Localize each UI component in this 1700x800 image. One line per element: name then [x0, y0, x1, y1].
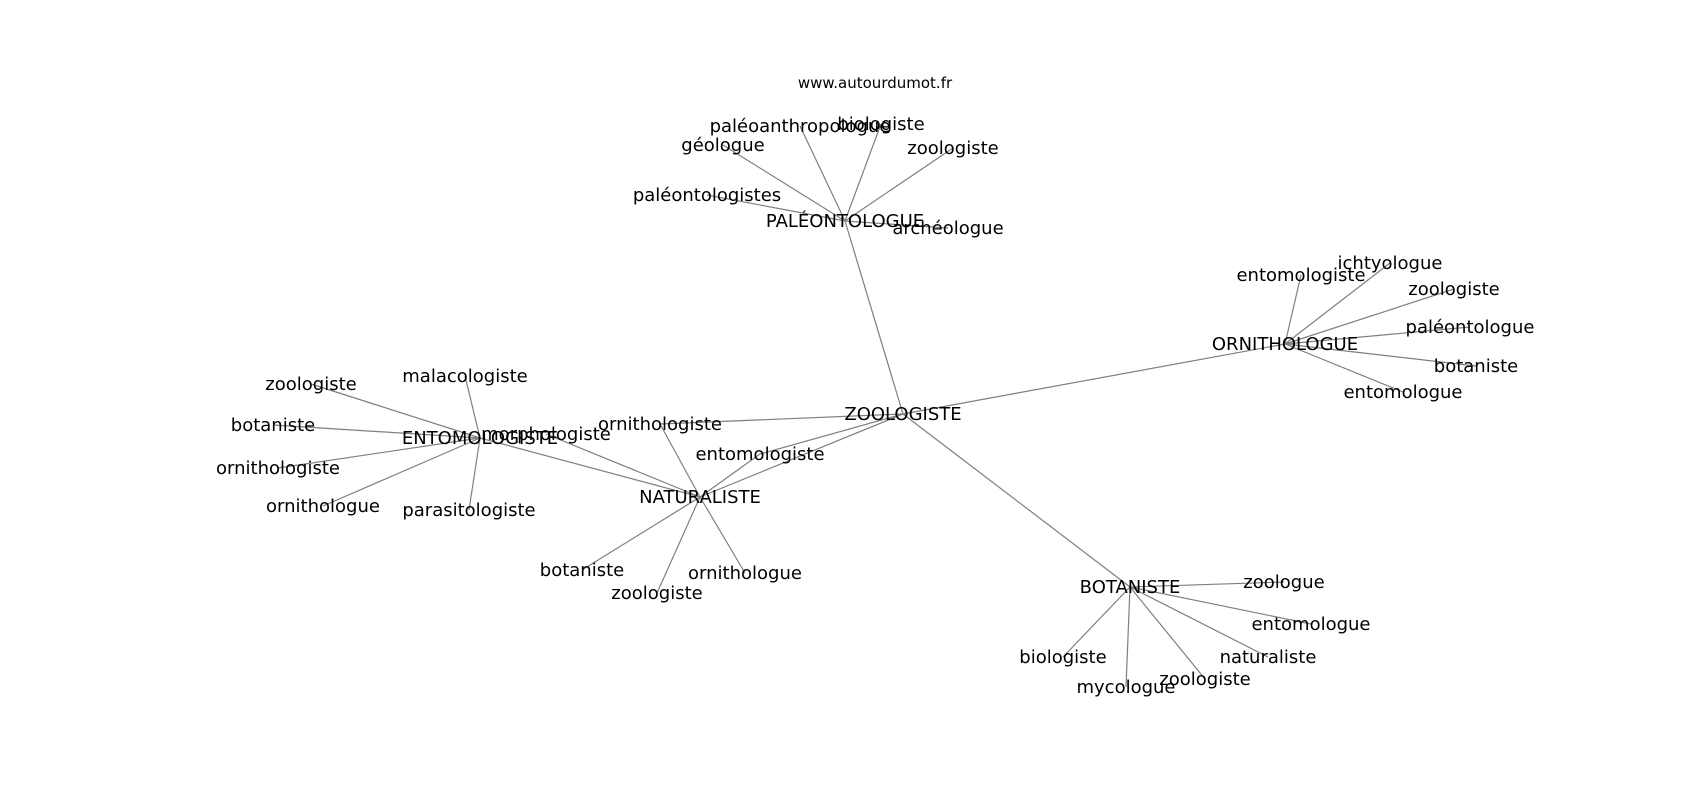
hub-node-zoologiste-c[interactable]: ZOOLOGISTE — [844, 404, 961, 425]
node-z-entomologiste[interactable]: entomologiste — [695, 444, 824, 465]
edge-naturaliste_h-n_morphologiste — [545, 433, 701, 498]
hub-node-naturaliste-h[interactable]: NATURALISTE — [639, 487, 761, 508]
node-o-paleontologue[interactable]: paléontologue — [1406, 317, 1535, 338]
edge-zoologiste_c-z_ornithologiste — [659, 413, 904, 425]
edge-zoologiste_c-ornithologue_h — [902, 343, 1286, 415]
edge-paleontologue-p_zoologiste — [844, 147, 954, 222]
edge-entomologiste_h-e_ornithologiste — [277, 437, 481, 469]
edge-botaniste_h-b_biologiste — [1062, 586, 1131, 658]
node-o-entomologiste[interactable]: entomologiste — [1236, 265, 1365, 286]
edge-entomologiste_h-e_botaniste — [272, 424, 481, 439]
node-p-biologiste[interactable]: biologiste — [837, 114, 924, 135]
edge-paleontologue-p_biologiste — [844, 123, 882, 222]
node-e-botaniste[interactable]: botaniste — [231, 415, 315, 436]
node-b-zoologue[interactable]: zoologue — [1243, 572, 1324, 593]
edge-botaniste_h-b_mycologue — [1125, 586, 1131, 688]
edge-paleontologue-p_geologue — [722, 144, 846, 222]
edge-paleontologue-p_archeologue — [844, 220, 949, 229]
edge-ornithologue_h-o_entomologue — [1284, 343, 1404, 393]
edge-entomologiste_h-e_malacologiste — [464, 375, 481, 439]
hub-node-paleontologue[interactable]: PALÉONTOLOGUE — [766, 210, 924, 232]
node-p-geologue[interactable]: géologue — [681, 135, 764, 156]
edge-zoologiste_c-paleontologue — [844, 220, 904, 415]
node-n-zoologiste[interactable]: zoologiste — [611, 583, 702, 604]
node-n-ornithologue[interactable]: ornithologue — [688, 563, 802, 584]
node-p-zoologiste[interactable]: zoologiste — [907, 138, 998, 159]
edge-botaniste_h-b_zoologiste — [1129, 586, 1206, 680]
hub-node-entomologiste-h[interactable]: ENTOMOLOGISTE — [402, 428, 558, 449]
nodes-layer: ZOOLOGISTE PALÉONTOLOGUE ORNITHOLOGUE NATUR… — [216, 114, 1534, 698]
edges-layer — [272, 123, 1477, 688]
node-e-zoologiste[interactable]: zoologiste — [265, 374, 356, 395]
edge-botaniste_h-b_zoologue — [1129, 581, 1285, 588]
edge-ornithologue_h-o_botaniste — [1284, 343, 1477, 367]
edge-entomologiste_h-e_parasitologiste — [468, 437, 481, 511]
node-p-paleontologistes[interactable]: paléontologistes — [633, 185, 781, 206]
edge-botaniste_h-b_entomologue — [1129, 586, 1312, 625]
edge-zoologiste_c-z_entomologiste — [759, 413, 904, 455]
edge-ornithologue_h-o_entomologiste — [1284, 274, 1302, 345]
node-e-parasitologiste[interactable]: parasitologiste — [402, 500, 535, 521]
edge-entomologiste_h-e_zoologiste — [310, 383, 481, 439]
node-n-botaniste[interactable]: botaniste — [540, 560, 624, 581]
node-p-archeologue[interactable]: archéologue — [892, 218, 1003, 239]
node-b-naturaliste[interactable]: naturaliste — [1220, 647, 1317, 668]
edge-entomologiste_h-e_ornithologue — [322, 437, 481, 507]
node-o-zoologiste[interactable]: zoologiste — [1408, 279, 1499, 300]
edge-ornithologue_h-o_ichtyologue — [1284, 262, 1391, 345]
node-b-zoologiste[interactable]: zoologiste — [1159, 669, 1250, 690]
node-e-ornithologue[interactable]: ornithologue — [266, 496, 380, 517]
node-o-botaniste[interactable]: botaniste — [1434, 356, 1518, 377]
edge-zoologiste_c-botaniste_h — [902, 413, 1131, 588]
edge-naturaliste_h-entomologiste_h — [479, 437, 701, 498]
node-b-entomologue[interactable]: entomologue — [1251, 614, 1370, 635]
edge-ornithologue_h-o_zoologiste — [1284, 288, 1455, 345]
edge-naturaliste_h-z_entomologiste — [699, 453, 761, 498]
node-b-biologiste[interactable]: biologiste — [1019, 647, 1106, 668]
edge-paleontologue-p_paleoanthro — [799, 125, 846, 222]
edge-naturaliste_h-n_zoologiste — [656, 496, 701, 594]
site-watermark: www.autourdumot.fr — [798, 74, 953, 92]
node-e-malacologiste[interactable]: malacologiste — [402, 366, 527, 387]
node-p-paleoanthro[interactable]: paléoanthropologue — [710, 116, 891, 137]
edge-zoologiste_c-naturaliste_h — [699, 413, 904, 498]
node-z-ornithologiste[interactable]: ornithologiste — [598, 414, 722, 435]
edge-paleontologue-p_paleontologistes — [706, 194, 846, 222]
node-o-entomologue[interactable]: entomologue — [1343, 382, 1462, 403]
node-o-ichtyologue[interactable]: ichtyologue — [1338, 253, 1443, 274]
edge-naturaliste_h-n_botaniste — [581, 496, 701, 571]
edge-naturaliste_h-n_ornithologue — [699, 496, 746, 574]
edge-naturaliste_h-z_ornithologiste — [659, 423, 701, 498]
edge-ornithologue_h-o_paleontologue — [1284, 326, 1471, 345]
node-b-mycologue[interactable]: mycologue — [1076, 677, 1175, 698]
node-n-morphologiste[interactable]: morphologiste — [481, 424, 611, 445]
hub-node-ornithologue-h[interactable]: ORNITHOLOGUE — [1212, 334, 1358, 355]
edge-botaniste_h-b_naturaliste — [1129, 586, 1269, 658]
hub-node-botaniste-h[interactable]: BOTANISTE — [1080, 577, 1181, 598]
node-e-ornithologiste[interactable]: ornithologiste — [216, 458, 340, 479]
